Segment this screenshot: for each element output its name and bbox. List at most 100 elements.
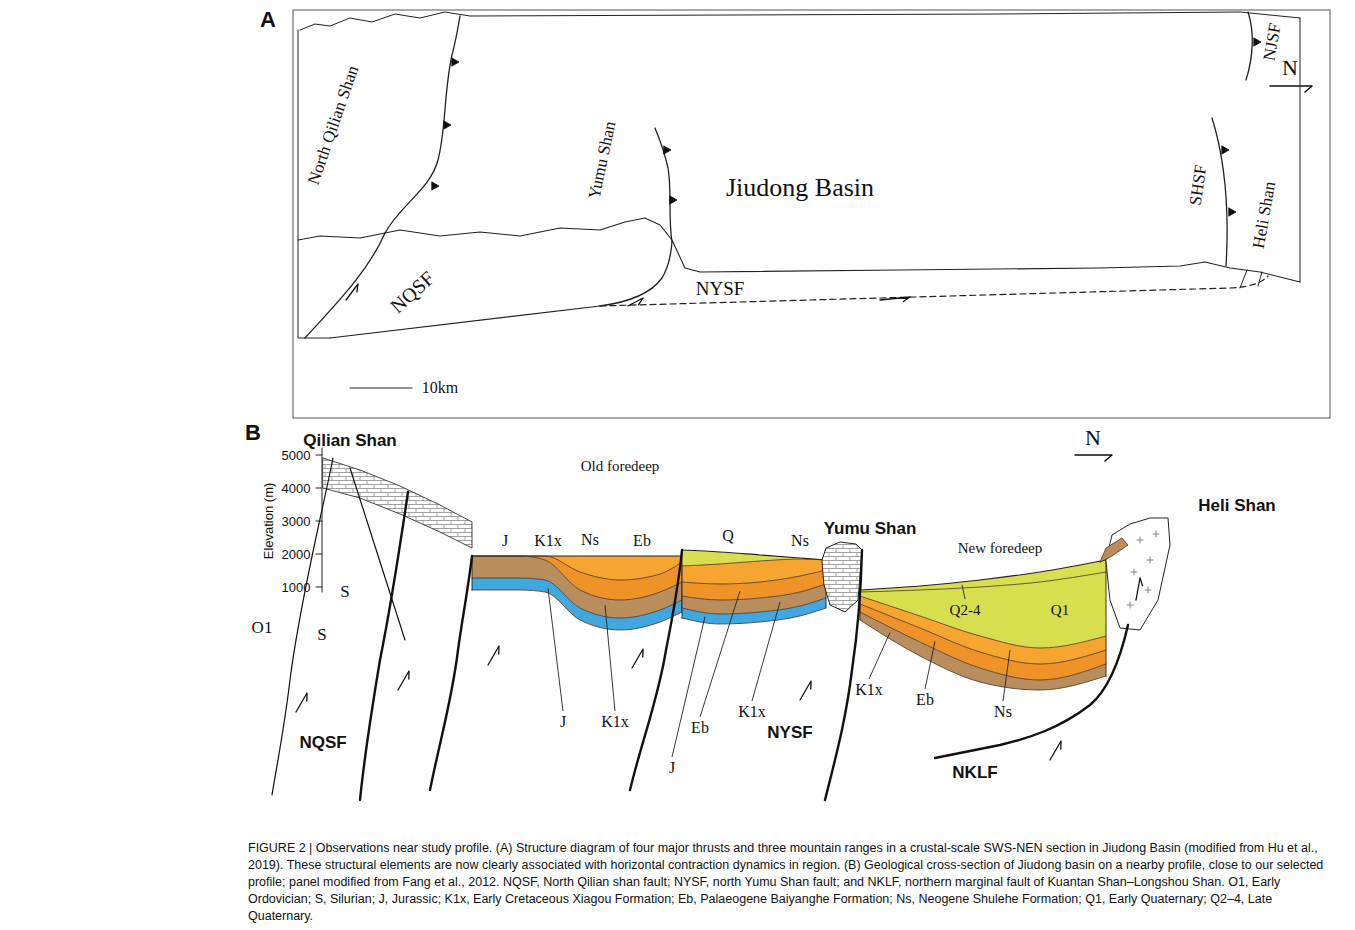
thrust-tooth <box>670 196 677 204</box>
unit-label: K1x <box>601 714 629 730</box>
strata-boundary <box>860 620 1106 690</box>
fault-line <box>350 468 405 640</box>
unit-label: Eb <box>916 692 934 708</box>
thrust-tooth <box>444 121 451 129</box>
unit-label: O1 <box>252 619 273 636</box>
fault-trace <box>600 242 672 306</box>
fault-trace <box>305 233 385 338</box>
fault-line <box>935 625 1128 758</box>
slip-arrow <box>296 693 307 712</box>
slip-arrow <box>1136 578 1143 600</box>
strata-boundary <box>860 596 1106 648</box>
granite-cross <box>1137 537 1143 543</box>
fault-trace <box>1240 270 1262 288</box>
unit-label: Ns <box>581 532 599 548</box>
strata-layer <box>860 612 1106 690</box>
fault-line <box>630 550 682 790</box>
block-edge <box>1106 560 1107 676</box>
thrust-trace <box>385 16 460 233</box>
unit-label: K1x <box>534 533 562 549</box>
leader-line <box>1003 650 1010 701</box>
strata-boundary <box>860 612 1106 680</box>
unit-label: J <box>669 760 675 776</box>
block-top <box>300 12 1300 30</box>
strata-boundary <box>682 598 826 614</box>
panel-frame <box>293 10 1330 418</box>
unit-label: Ns <box>791 533 809 549</box>
slip-arrow <box>1050 741 1061 760</box>
ground-surface <box>682 550 826 560</box>
fault-name: NYSF <box>696 279 745 298</box>
strata-boundary <box>682 559 826 566</box>
axis-tick-mark <box>316 554 322 555</box>
strata-boundary <box>472 556 682 580</box>
thrust-trace <box>1212 118 1227 266</box>
cap-layer <box>1100 538 1128 562</box>
range-name: Heli Shan <box>1198 497 1275 514</box>
fault-name: NKLF <box>952 764 997 781</box>
leader-line <box>962 585 965 599</box>
strata-boundary <box>682 584 826 600</box>
axis-title: Elevation (m) <box>262 483 275 560</box>
slip-arrow <box>628 298 643 306</box>
block-edge <box>298 30 299 240</box>
strata-boundary <box>472 590 682 630</box>
leader-line <box>548 588 563 711</box>
axis-tick-mark <box>316 455 322 456</box>
limestone-block <box>323 458 472 548</box>
unit-label: Eb <box>691 720 709 736</box>
unit-label: Q1 <box>1051 603 1069 618</box>
granite-cross <box>1145 587 1151 593</box>
thrust-tooth <box>432 182 439 190</box>
axis-tick: 4000 <box>282 482 311 495</box>
unit-label: J <box>502 533 508 549</box>
axis-tick: 1000 <box>282 581 311 594</box>
unit-label: K1x <box>738 704 766 720</box>
strata-boundary <box>472 578 682 618</box>
north-label: N <box>1282 57 1298 79</box>
thrust-tooth <box>1254 38 1261 46</box>
thrust-tooth <box>452 58 459 66</box>
range-name: Qilian Shan <box>303 432 397 449</box>
granite-cross <box>1131 569 1137 575</box>
strata-boundary <box>860 572 1106 592</box>
fault-line <box>825 550 862 800</box>
block-edge <box>1300 18 1301 282</box>
thrust-trace <box>655 128 672 242</box>
fault-name: NQSF <box>299 734 346 751</box>
topographic-profile <box>298 218 1300 282</box>
unit-label: Eb <box>633 533 651 549</box>
unit-label: S <box>340 583 349 600</box>
thrust-tooth <box>664 146 671 154</box>
leader-line <box>752 602 780 701</box>
granite-cross <box>1147 557 1153 563</box>
axis-tick-mark <box>316 488 322 489</box>
thrust-tooth <box>1229 208 1236 216</box>
axis-tick: 5000 <box>282 449 311 462</box>
unit-label: S <box>317 626 326 643</box>
unit-label: J <box>560 714 566 730</box>
north-arrow <box>1270 86 1312 92</box>
slip-arrow <box>398 671 409 690</box>
range-name: North Qilian Shan <box>305 63 362 186</box>
leader-line <box>605 605 615 711</box>
fault-line <box>430 556 472 790</box>
granite-cross <box>1153 531 1159 537</box>
unit-label: Ns <box>994 704 1012 720</box>
fault-name: NYSF <box>767 724 812 741</box>
thrust-trace <box>1246 12 1252 80</box>
figure-caption: FIGURE 2 | Observations near study profi… <box>248 840 1338 925</box>
scale-bar <box>350 387 412 388</box>
range-name: Yumu Shan <box>585 120 618 201</box>
leader-line <box>925 641 935 689</box>
slip-arrow <box>346 284 358 300</box>
elevation-axis <box>322 448 323 592</box>
axis-tick-mark <box>316 587 322 588</box>
panel-letter: B <box>245 422 261 444</box>
decollement <box>330 306 600 338</box>
fault-name: NJSF <box>1260 22 1283 62</box>
axis-tick: 3000 <box>282 515 311 528</box>
slip-arrow <box>488 646 499 665</box>
granite-cross <box>1127 602 1133 608</box>
